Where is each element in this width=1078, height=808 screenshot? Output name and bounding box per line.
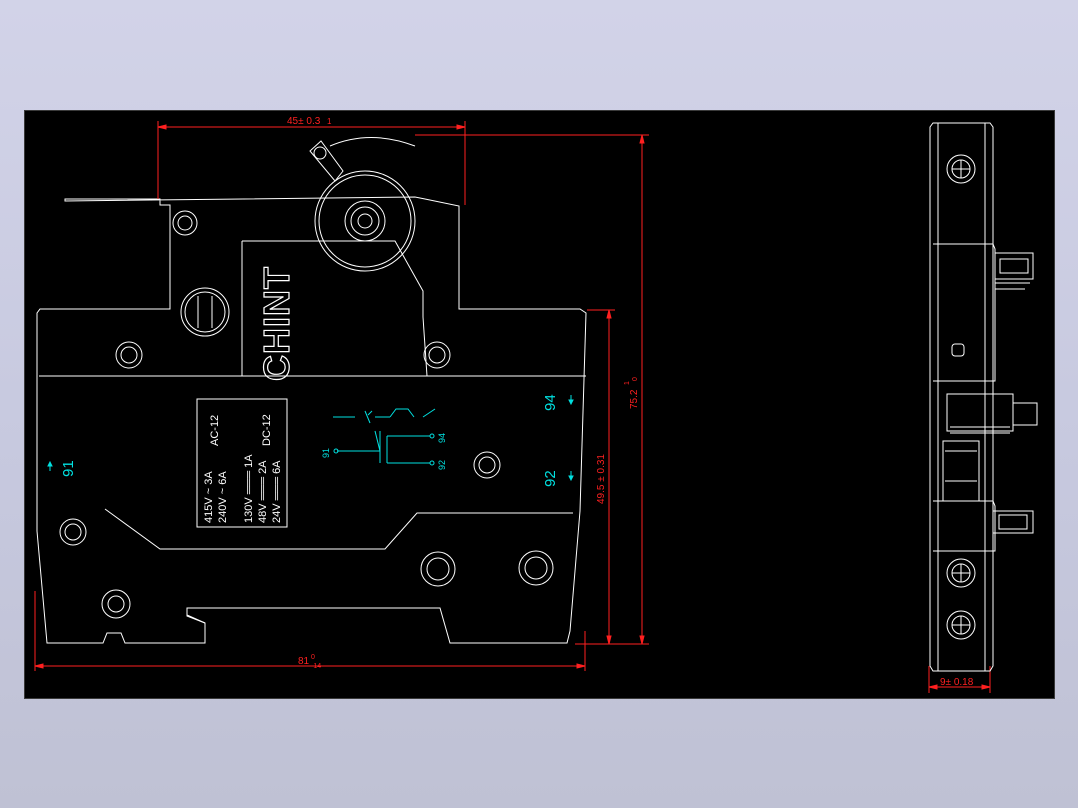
schematic-92: 92 <box>437 460 447 470</box>
side-indicator-slot <box>951 343 965 357</box>
handle-arc <box>329 137 416 147</box>
hole-bottom-right <box>518 550 554 586</box>
side-outline <box>929 122 994 672</box>
ac-row-2: 240V ~ 6A <box>217 471 229 523</box>
rating-label-box <box>196 398 288 528</box>
dim-overall-width-sub: -14 <box>311 663 321 670</box>
hole-top-left <box>172 210 198 236</box>
schematic-91: 91 <box>321 448 331 458</box>
handle-hub <box>344 200 386 242</box>
hole-right <box>423 341 451 369</box>
dim-overall-width: 81 <box>298 656 310 667</box>
terminal-labels: 91 94 92 <box>60 394 559 487</box>
dim-side-width: 9± 0.18 <box>940 677 974 688</box>
contact-schematic <box>333 408 436 466</box>
handle-lever <box>309 140 344 182</box>
side-lower-block <box>933 500 996 552</box>
side-upper-block <box>933 243 996 382</box>
dimension-lines <box>34 121 991 693</box>
dim-overall-height: 75.2 <box>629 389 640 409</box>
hole-mid-right <box>473 451 501 479</box>
handle-ring-outer <box>314 170 416 272</box>
terminal-94: 94 <box>542 394 559 411</box>
hole-bottom-mid <box>420 551 456 587</box>
terminal-92: 92 <box>542 470 559 487</box>
label-plate-outline <box>104 508 573 550</box>
handle-ring-inner <box>318 174 412 268</box>
body-outline <box>36 196 587 644</box>
hole-lower-left <box>59 518 87 546</box>
dim-body-height: 49.5 ± 0.31 <box>596 454 607 504</box>
schematic-94: 94 <box>437 433 447 443</box>
hole-left <box>115 341 143 369</box>
front-view <box>36 137 587 644</box>
side-screw-mid <box>946 558 976 588</box>
handle-hub-3 <box>357 213 373 229</box>
dc-row-3: 24V ═══ 6A <box>271 460 283 523</box>
hole-bottom-left <box>101 589 131 619</box>
dc-header: DC-12 <box>261 414 273 446</box>
side-view <box>929 122 1038 672</box>
side-handle <box>946 393 1014 432</box>
dimension-text: 45± 0.3 1 75.2 1 0 49.5 ± 0.31 81 0 -14 … <box>287 116 974 688</box>
dim-overall-width-sup: 0 <box>311 654 315 661</box>
dim-overall-height-tol: 1 <box>624 381 631 385</box>
terminal-screw-outer <box>180 287 230 337</box>
dc-row-2: 48V ═══ 2A <box>257 460 269 523</box>
ac-header: AC-12 <box>209 415 221 446</box>
schematic-labels: 91 94 92 <box>321 433 447 470</box>
dim-overall-height-tol2: 0 <box>632 377 639 381</box>
brand-logo: CHINT <box>256 266 297 381</box>
terminal-screw-inner <box>184 291 226 333</box>
dc-row-1: 130V ═══ 1A <box>243 454 255 523</box>
side-screw-bottom <box>946 610 976 640</box>
cad-viewport[interactable]: CHINT AC-12 DC-12 415V ~ 3A 240V ~ 6A 13… <box>24 110 1055 699</box>
terminal-arrows <box>47 395 574 482</box>
dim-top-width-suffix: 1 <box>327 117 332 126</box>
ac-row-1: 415V ~ 3A <box>203 471 215 523</box>
rating-text: AC-12 DC-12 415V ~ 3A 240V ~ 6A 130V ═══… <box>203 414 283 523</box>
side-screw-top <box>946 154 976 184</box>
bottom-rail <box>186 608 206 624</box>
cover-line-2 <box>242 240 428 377</box>
terminal-91: 91 <box>60 460 77 477</box>
dim-top-width: 45± 0.3 <box>287 116 321 127</box>
cad-drawing: CHINT AC-12 DC-12 415V ~ 3A 240V ~ 6A 13… <box>34 116 1038 693</box>
handle-lever-pin <box>313 146 327 160</box>
handle-hub-2 <box>350 206 380 236</box>
